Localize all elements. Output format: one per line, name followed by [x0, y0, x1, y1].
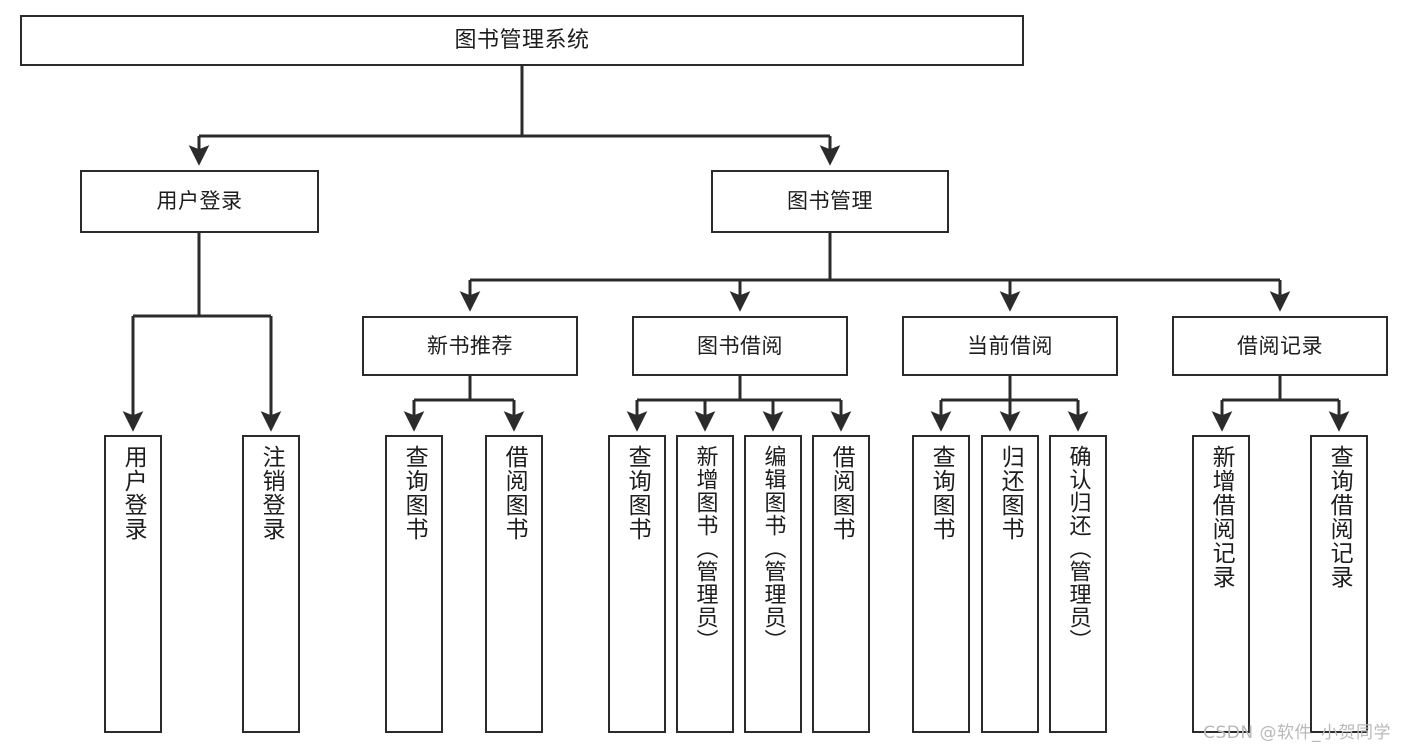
- node-label: 新书推荐: [427, 333, 513, 358]
- leaf-logout-login[interactable]: 注销登录: [242, 435, 300, 733]
- node-label: 借阅图书: [828, 445, 855, 541]
- node-label: 确认归还（管理员）: [1065, 445, 1091, 652]
- node-label: 当前借阅: [967, 333, 1053, 358]
- node-book-manage[interactable]: 图书管理: [711, 170, 949, 233]
- leaf-query-book-1[interactable]: 查询图书: [385, 435, 443, 733]
- node-label: 编辑图书（管理员）: [760, 445, 786, 652]
- leaf-add-record[interactable]: 新增借阅记录: [1192, 435, 1250, 733]
- node-new-book-recommend[interactable]: 新书推荐: [362, 316, 578, 376]
- leaf-add-book[interactable]: 新增图书（管理员）: [676, 435, 734, 733]
- node-label: 归还图书: [997, 445, 1024, 541]
- node-label: 借阅记录: [1237, 333, 1323, 358]
- leaf-confirm-return[interactable]: 确认归还（管理员）: [1049, 435, 1107, 733]
- node-label: 图书管理: [787, 189, 873, 214]
- node-label: 查询借阅记录: [1326, 445, 1353, 589]
- node-label: 借阅图书: [501, 445, 528, 541]
- leaf-borrow-book-2[interactable]: 借阅图书: [812, 435, 870, 733]
- watermark-text: CSDN @软件_小贺同学: [1203, 723, 1391, 743]
- node-label: 用户登录: [120, 445, 147, 541]
- node-label: 查询图书: [928, 445, 955, 541]
- node-root-system[interactable]: 图书管理系统: [20, 15, 1024, 66]
- node-label: 查询图书: [401, 445, 428, 541]
- node-user-login[interactable]: 用户登录: [80, 170, 319, 233]
- leaf-query-book-2[interactable]: 查询图书: [608, 435, 666, 733]
- node-label: 查询图书: [624, 445, 651, 541]
- node-book-borrow[interactable]: 图书借阅: [632, 316, 848, 376]
- leaf-borrow-book-1[interactable]: 借阅图书: [485, 435, 543, 733]
- node-label: 图书借阅: [697, 333, 783, 358]
- node-current-borrow[interactable]: 当前借阅: [902, 316, 1118, 376]
- leaf-user-login[interactable]: 用户登录: [104, 435, 162, 733]
- leaf-edit-book[interactable]: 编辑图书（管理员）: [744, 435, 802, 733]
- leaf-query-record[interactable]: 查询借阅记录: [1310, 435, 1368, 733]
- node-borrow-record[interactable]: 借阅记录: [1172, 316, 1388, 376]
- leaf-query-book-3[interactable]: 查询图书: [912, 435, 970, 733]
- node-label: 新增图书（管理员）: [692, 445, 718, 652]
- node-label: 用户登录: [156, 189, 243, 214]
- leaf-return-book[interactable]: 归还图书: [981, 435, 1039, 733]
- node-label: 新增借阅记录: [1208, 445, 1235, 589]
- node-label: 图书管理系统: [454, 27, 590, 53]
- node-label: 注销登录: [258, 445, 285, 541]
